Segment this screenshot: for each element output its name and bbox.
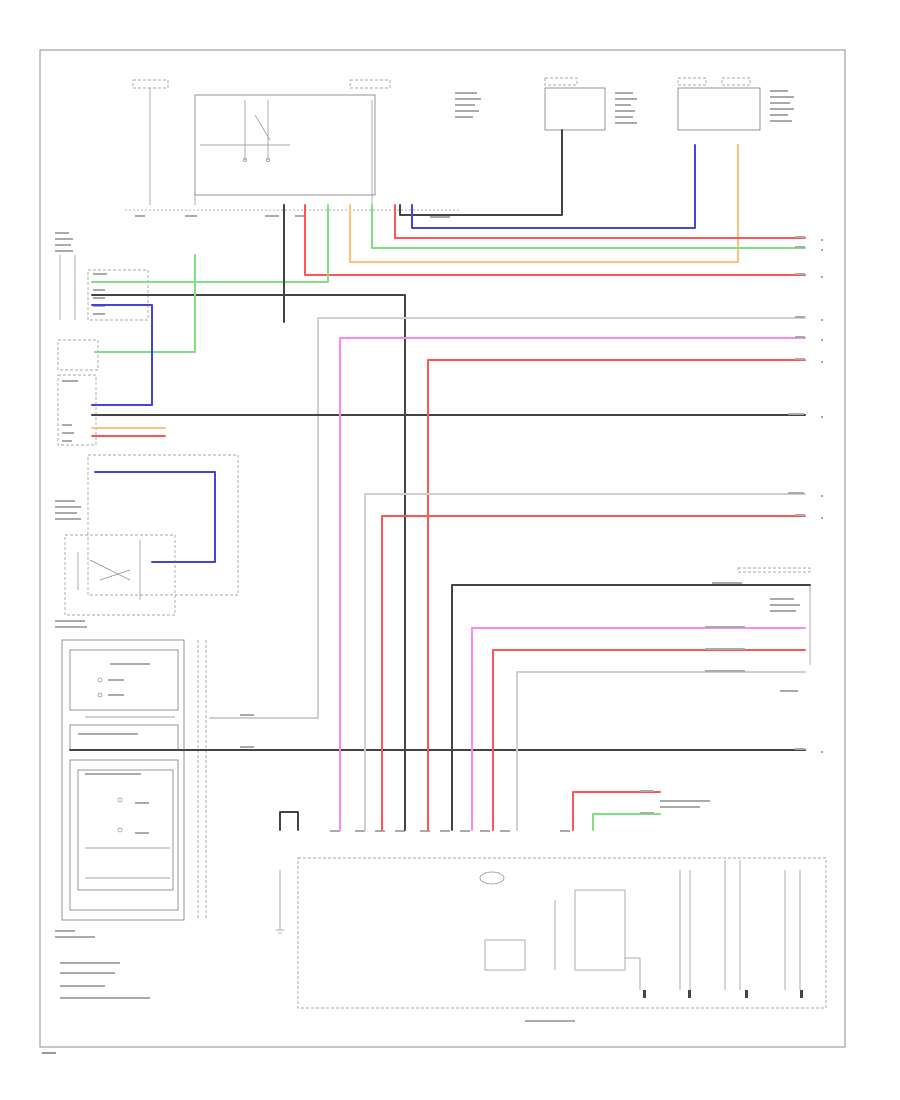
wires (69, 129, 811, 831)
wire-grey-mid (364, 493, 806, 831)
diagram-frame (39, 49, 846, 1048)
wire-ecu2-orange (349, 144, 739, 263)
combination-meter (276, 830, 827, 1022)
steering-pad-inner-3 (69, 759, 179, 911)
combination-switch (64, 534, 176, 616)
steering-pad-inner-1 (69, 649, 179, 711)
relay-notes (455, 92, 481, 118)
left-components (42, 232, 239, 1054)
wire-ecu1-dark (399, 129, 563, 216)
wire-dark-right (451, 584, 811, 831)
right-terminals (821, 239, 823, 753)
wire-tags (240, 236, 805, 814)
wire-red-mid (304, 204, 806, 276)
wire-pink-right (471, 627, 806, 831)
steering-pad-outer (61, 639, 185, 921)
wire-red-long (427, 359, 806, 831)
ecu-box-1 (544, 87, 606, 131)
wire-green-bottom (592, 813, 661, 831)
right-connector (737, 567, 811, 692)
connector-row-top (125, 209, 460, 218)
wire-red-right (492, 649, 806, 831)
top-components (132, 77, 794, 205)
wire-blue-lower (94, 471, 216, 563)
wire-red-top (394, 204, 806, 239)
relay-block (194, 94, 376, 196)
legend (55, 930, 150, 999)
wire-green-top (371, 204, 806, 249)
wire-dark-stub (279, 811, 299, 831)
steering-pad-inner-2 (69, 724, 179, 751)
wire-green-left-vert (94, 254, 196, 353)
wire-red-bottom (572, 791, 661, 831)
connector-top-mid (349, 79, 391, 89)
wire-blue-left (91, 304, 153, 406)
page-number-mark (42, 1052, 56, 1054)
connector-top-left (132, 79, 169, 89)
wire-ecu2-blue (411, 144, 696, 229)
wire-grey-1 (209, 317, 806, 719)
wire-pink-main (339, 337, 806, 831)
ecu-box-2 (677, 87, 761, 131)
wire-red-mid-2 (381, 515, 806, 831)
wire-green-relay (91, 204, 329, 283)
wire-dark-left (91, 294, 406, 831)
